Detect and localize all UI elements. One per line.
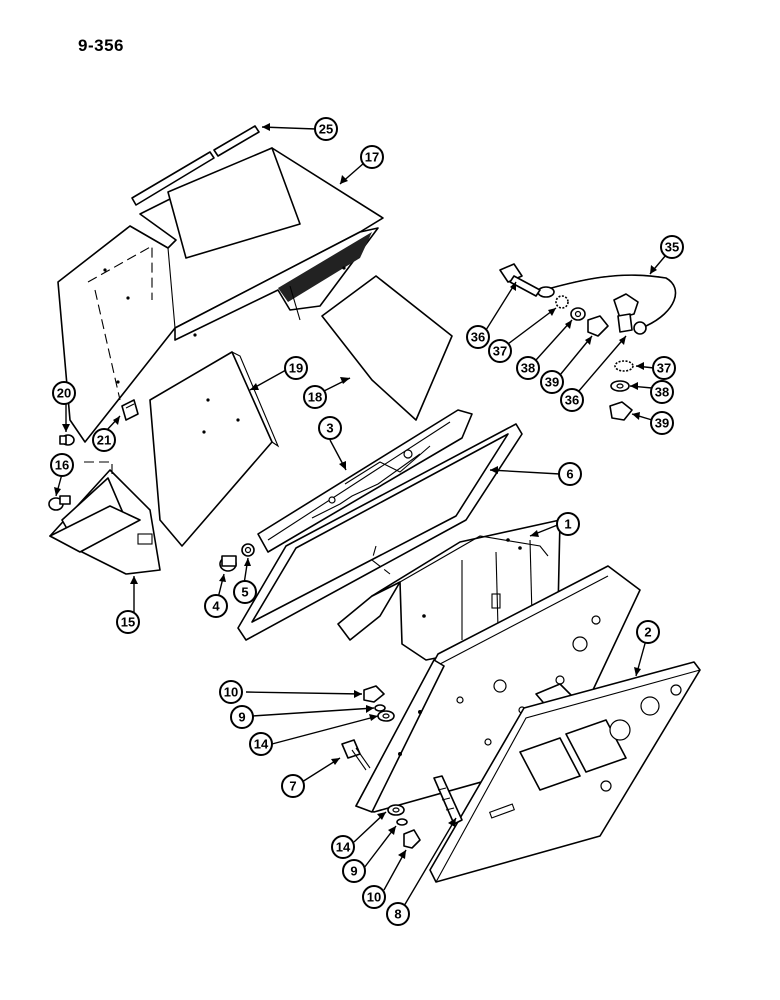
callout-39-upper: 39 <box>540 370 564 394</box>
callout-9-lower: 9 <box>342 859 366 883</box>
callout-5: 5 <box>233 580 257 604</box>
callout-14-lower: 14 <box>331 835 355 859</box>
nut-part-39-upper <box>587 315 609 337</box>
nut-part-10-lower <box>403 829 421 849</box>
washer-part-38-upper <box>570 307 586 321</box>
washer-part-38-lower <box>610 380 630 392</box>
bolt-part-36-upper <box>499 263 541 297</box>
callout-18: 18 <box>303 385 327 409</box>
washer-part-5 <box>241 543 255 557</box>
callout-10-upper: 10 <box>219 680 243 704</box>
callout-label-36-upper: 36 <box>471 330 485 345</box>
callout-label-9-lower: 9 <box>350 864 357 879</box>
callout-label-15: 15 <box>121 615 135 630</box>
callout-14-upper: 14 <box>249 732 273 756</box>
screw-part-20 <box>59 434 75 446</box>
callout-8: 8 <box>386 902 410 926</box>
callout-39-lower: 39 <box>650 411 674 435</box>
bolt-part-36-lower <box>613 293 639 333</box>
callout-label-5: 5 <box>241 585 248 600</box>
leader-arrowheads <box>54 123 657 859</box>
knob-part-16 <box>48 495 71 511</box>
callout-4: 4 <box>204 594 228 618</box>
trim-strip-part-25 <box>131 125 260 206</box>
nut-part-10-upper <box>363 685 385 703</box>
callout-label-18: 18 <box>308 390 322 405</box>
callout-25: 25 <box>314 117 338 141</box>
upper-cover-part-17 <box>57 147 384 443</box>
callout-6: 6 <box>558 462 582 486</box>
callout-label-10-lower: 10 <box>367 890 381 905</box>
callout-label-9-upper: 9 <box>238 710 245 725</box>
callout-label-35: 35 <box>665 240 679 255</box>
callout-36-upper: 36 <box>466 325 490 349</box>
callout-label-21: 21 <box>97 433 111 448</box>
star-washer-part-37-upper <box>555 295 569 309</box>
washer-part-14-upper <box>377 710 395 722</box>
callout-15: 15 <box>116 610 140 634</box>
bolt-part-7 <box>341 739 371 771</box>
callout-label-20: 20 <box>57 386 71 401</box>
callout-37-lower: 37 <box>652 356 676 380</box>
ground-cable-part-35 <box>537 274 677 335</box>
lockwasher-part-9-lower <box>396 818 408 826</box>
callout-label-37-upper: 37 <box>493 344 507 359</box>
stud-part-8 <box>433 775 463 825</box>
callout-label-25: 25 <box>319 122 333 137</box>
callout-label-37-lower: 37 <box>657 361 671 376</box>
callout-38-lower: 38 <box>650 380 674 404</box>
gasket-frame-part-6 <box>237 423 523 641</box>
switch-bracket-part-15 <box>49 461 161 575</box>
callout-label-39-lower: 39 <box>655 416 669 431</box>
callout-label-16: 16 <box>55 458 69 473</box>
lockwasher-part-9-upper <box>374 704 386 712</box>
side-panel-part-19 <box>149 351 280 547</box>
callout-label-8: 8 <box>394 907 401 922</box>
callout-20: 20 <box>52 381 76 405</box>
callout-1: 1 <box>556 512 580 536</box>
callout-37-upper: 37 <box>488 339 512 363</box>
knob-part-4 <box>219 555 237 572</box>
nut-part-39-lower <box>609 401 633 421</box>
callout-label-10-upper: 10 <box>224 685 238 700</box>
callout-9-upper: 9 <box>230 705 254 729</box>
callout-label-3: 3 <box>326 421 333 436</box>
callout-16: 16 <box>50 453 74 477</box>
star-washer-part-37-lower <box>614 360 634 372</box>
callout-21: 21 <box>92 428 116 452</box>
callout-label-14-lower: 14 <box>336 840 351 855</box>
callout-35: 35 <box>660 235 684 259</box>
callout-label-19: 19 <box>289 361 303 376</box>
callout-label-4: 4 <box>212 599 220 614</box>
callout-label-36-lower: 36 <box>565 393 579 408</box>
clip-part-21 <box>121 399 139 421</box>
callout-10-lower: 10 <box>362 885 386 909</box>
callout-36-lower: 36 <box>560 388 584 412</box>
callout-2: 2 <box>636 620 660 644</box>
callout-38-upper: 38 <box>516 356 540 380</box>
callout-17: 17 <box>360 145 384 169</box>
callout-label-6: 6 <box>566 467 573 482</box>
callout-label-2: 2 <box>644 625 651 640</box>
callout-label-7: 7 <box>289 779 296 794</box>
callout-label-38-lower: 38 <box>655 385 669 400</box>
callout-7: 7 <box>281 774 305 798</box>
callout-label-39-upper: 39 <box>545 375 559 390</box>
back-plate-part-2 <box>429 661 701 883</box>
side-panel-part-18 <box>321 275 453 421</box>
callout-label-1: 1 <box>564 517 571 532</box>
callout-label-38-upper: 38 <box>521 361 535 376</box>
callout-label-17: 17 <box>365 150 379 165</box>
callout-19: 19 <box>284 356 308 380</box>
washer-part-14-lower <box>387 804 405 816</box>
callout-3: 3 <box>318 416 342 440</box>
page-number: 9-356 <box>78 36 124 55</box>
callout-label-14-upper: 14 <box>254 737 269 752</box>
wiring-cover-part-3 <box>257 409 473 553</box>
